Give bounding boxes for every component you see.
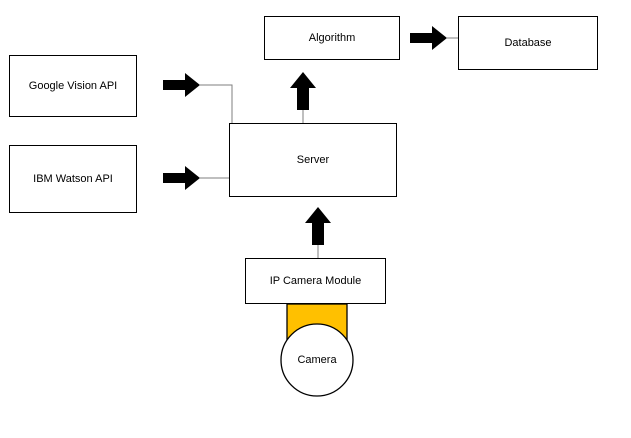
ip-camera-module-label: IP Camera Module xyxy=(269,275,362,287)
arrows xyxy=(163,26,447,245)
algorithm-label: Algorithm xyxy=(308,32,356,44)
connector-google-to-server xyxy=(200,84,233,123)
ibm-watson-api-label: IBM Watson API xyxy=(33,173,113,185)
server-label: Server xyxy=(296,154,330,166)
arrow-ibm-to-server xyxy=(163,166,200,190)
arrow-algorithm-to-database xyxy=(410,26,447,50)
camera-circle xyxy=(280,323,354,397)
algorithm-box: Algorithm xyxy=(264,16,400,60)
arrow-google-to-server xyxy=(163,73,200,97)
arrow-server-to-algorithm xyxy=(290,72,316,110)
google-vision-api-label: Google Vision API xyxy=(28,80,118,92)
google-vision-api-box: Google Vision API xyxy=(9,55,137,117)
server-box: Server xyxy=(229,123,397,197)
ibm-watson-api-box: IBM Watson API xyxy=(9,145,137,213)
ip-camera-module-box: IP Camera Module xyxy=(245,258,386,304)
connector-lines xyxy=(200,37,458,258)
database-box: Database xyxy=(458,16,598,70)
camera-label: Camera xyxy=(297,354,337,366)
database-label: Database xyxy=(504,37,552,49)
arrow-camera-module-to-server xyxy=(305,207,331,245)
camera-label-wrap: Camera xyxy=(281,324,353,396)
